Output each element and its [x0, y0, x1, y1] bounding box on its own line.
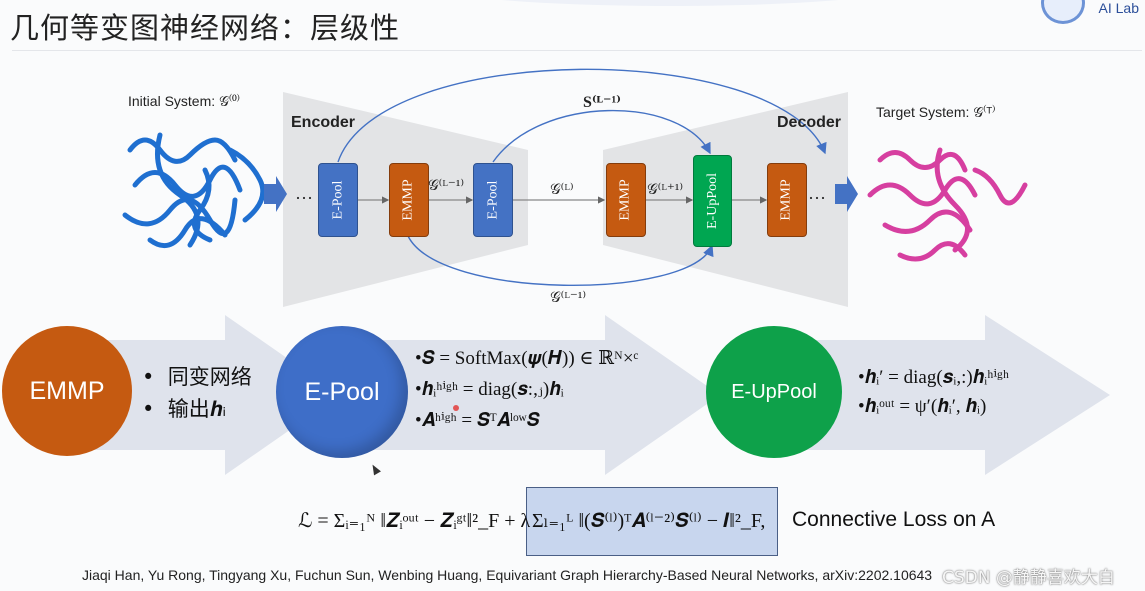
title-divider	[12, 50, 1142, 51]
loss-caption: Connective Loss on A	[792, 508, 996, 531]
architecture-diagram	[122, 68, 1028, 307]
ellipsis-right: ···	[808, 188, 826, 208]
graph-label-lminus1: 𝒢⁽ᴸ⁻¹⁾	[428, 178, 465, 194]
protein-initial-icon	[122, 132, 266, 249]
epool-bullet: •𝑨ʰⁱᵍʰ = 𝑺ᵀ𝑨ˡᵒʷ𝑺	[415, 410, 540, 431]
node-eup: E-UpPool	[693, 155, 732, 247]
header-decoration	[420, 0, 920, 6]
graph-label-l: 𝒢⁽ᴸ⁾	[550, 182, 574, 198]
epool-bullet: •𝒉ᵢʰⁱᵍʰ = diag(𝒔:,ⱼ)𝒉ᵢ	[415, 379, 564, 400]
slide-title: 几何等变图神经网络：层级性	[10, 11, 401, 45]
emmp-bullet: • 同变网络	[142, 365, 252, 389]
eup-bullet: •𝒉ᵢᵒᵘᵗ = ψ′(𝒉ᵢ′, 𝒉ᵢ)	[858, 396, 987, 417]
eup-bullet: •𝒉ᵢ′ = diag(𝒔ᵢ,:)𝒉ᵢʰⁱᵍʰ	[858, 367, 1010, 388]
decoder-label: Decoder	[777, 114, 842, 131]
node-epool-2: E-Pool	[473, 163, 513, 237]
initial-system-label: Initial System: 𝒢⁽⁰⁾	[128, 93, 240, 109]
csdn-watermark: CSDN @静静喜欢大白	[942, 568, 1115, 588]
node-epool-1: E-Pool	[318, 163, 358, 237]
connective-loss-box	[526, 487, 778, 556]
reference-citation: Jiaqi Han, Yu Rong, Tingyang Xu, Fuchun …	[82, 567, 933, 583]
epool-bullet: •𝑺 = SoftMax(𝝍(𝑯)) ∈ ℝᴺ×ᶜ	[415, 348, 639, 369]
loss-formula-left: ℒ = Σᵢ₌₁ᴺ ‖𝒁ᵢᵒᵘᵗ − 𝒁ᵢᵍᵗ‖²_F + λ	[298, 510, 531, 532]
emmp-bullets: • 同变网络 • 输出𝒉ᵢ	[142, 361, 252, 425]
graph-label-lplus1: 𝒢⁽ᴸ⁺¹⁾	[647, 182, 684, 198]
protein-target-icon	[867, 147, 1028, 262]
emmp-circle: EMMP	[2, 326, 132, 456]
encoder-label: Encoder	[291, 114, 356, 131]
emmp-bullet: • 输出𝒉ᵢ	[142, 397, 227, 421]
loss-formula-boxed: Σₗ₌₁ᴸ ‖(𝑺⁽ˡ⁾)ᵀ𝑨⁽ˡ⁻²⁾𝑺⁽ˡ⁾ − 𝑰‖²_F,	[532, 510, 766, 532]
skip-label-g: 𝒢⁽ᴸ⁻¹⁾	[550, 290, 587, 306]
ellipsis-left: ···	[295, 188, 313, 208]
input-arrow	[264, 176, 287, 212]
eup-circle: E-UpPool	[706, 326, 842, 458]
target-system-label: Target System: 𝒢⁽ᵀ⁾	[876, 104, 996, 120]
eup-bullets: •𝒉ᵢ′ = diag(𝒔ᵢ,:)𝒉ᵢʰⁱᵍʰ •𝒉ᵢᵒᵘᵗ = ψ′(𝒉ᵢ′,…	[858, 365, 1009, 419]
node-emmp-3: EMMP	[767, 163, 807, 237]
laser-pointer-dot	[453, 405, 459, 411]
module-arrows	[60, 315, 1110, 475]
node-emmp-1: EMMP	[389, 163, 429, 237]
epool-circle: E-Pool	[276, 326, 408, 458]
ai-lab-brand: AI Lab	[1098, 0, 1139, 16]
node-emmp-2: EMMP	[606, 163, 646, 237]
epool-bullets: •𝑺 = SoftMax(𝝍(𝑯)) ∈ ℝᴺ×ᶜ •𝒉ᵢʰⁱᵍʰ = diag…	[415, 346, 638, 433]
skip-label-s: S⁽ᴸ⁻¹⁾	[583, 94, 622, 111]
output-arrow	[835, 176, 858, 212]
